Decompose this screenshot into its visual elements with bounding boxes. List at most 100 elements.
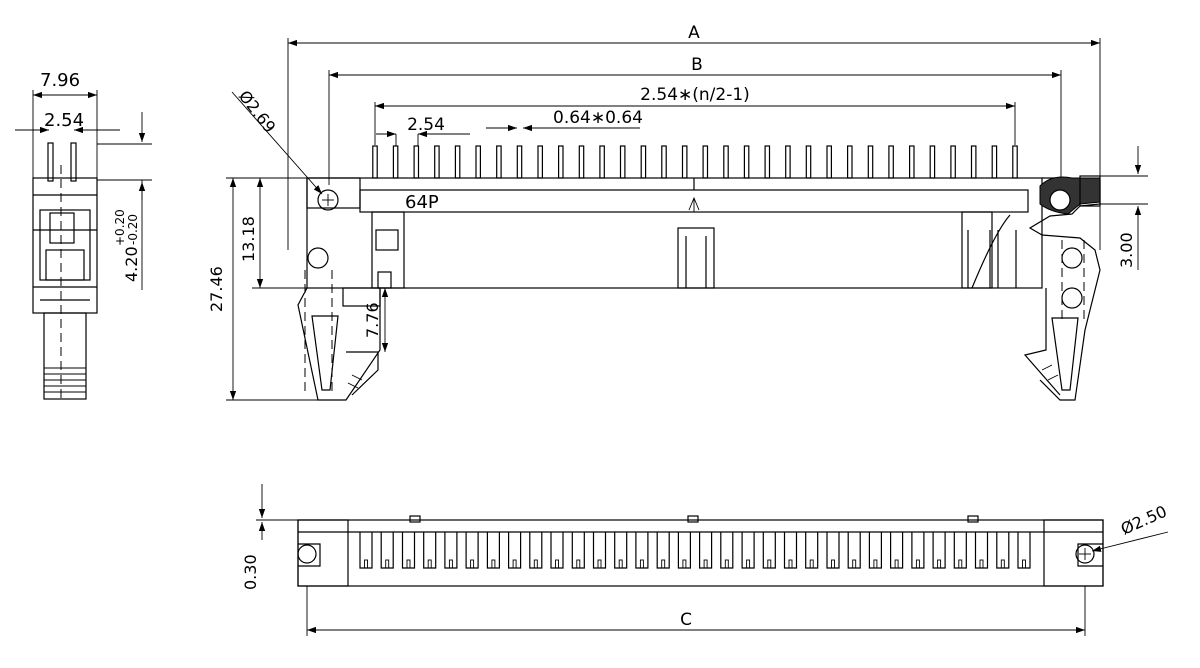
pin xyxy=(516,145,523,179)
slot-contact xyxy=(809,559,814,569)
slot xyxy=(699,532,713,569)
side-tolerance-minus: -0.20 xyxy=(126,214,140,245)
slot xyxy=(592,532,607,569)
slot-contact xyxy=(703,559,708,569)
slot-contact xyxy=(894,559,899,569)
slot xyxy=(486,532,500,569)
pin xyxy=(475,145,482,179)
latch-offset-label: 7.76 xyxy=(363,302,382,338)
slot xyxy=(996,532,1010,569)
slot-contact xyxy=(639,559,644,569)
slot xyxy=(614,532,628,569)
body-height-label: 13.18 xyxy=(239,216,258,262)
slot xyxy=(550,532,564,569)
pin-section-label: 0.64∗0.64 xyxy=(553,108,643,128)
pin xyxy=(496,145,502,179)
slot xyxy=(656,532,670,569)
pin-pitch-label: 2.54 xyxy=(407,115,445,135)
bottom-view: 0.30 C Ø2.50 xyxy=(241,484,1170,636)
slot-contact xyxy=(512,559,517,569)
slot-contact xyxy=(448,559,453,569)
bottom-slots xyxy=(359,532,1031,569)
pin xyxy=(991,145,998,179)
slot-contact xyxy=(767,559,772,569)
slot-contact xyxy=(831,559,835,569)
pin xyxy=(537,145,544,179)
slot-contact xyxy=(979,559,984,569)
slot xyxy=(932,532,946,569)
pin xyxy=(785,145,791,179)
pin xyxy=(599,145,605,179)
slot-contact xyxy=(491,559,496,569)
top-pins xyxy=(372,145,1018,179)
total-height-label: 27.46 xyxy=(207,266,226,312)
pin xyxy=(826,145,833,179)
slot xyxy=(677,532,691,569)
slot-contact xyxy=(915,559,920,569)
pin xyxy=(929,145,936,179)
slot-contact xyxy=(873,559,878,569)
slot xyxy=(635,532,649,569)
pin xyxy=(723,145,729,179)
pin xyxy=(413,145,420,179)
pin-count-label: 64P xyxy=(405,192,439,213)
pin xyxy=(434,145,440,179)
pin xyxy=(392,145,399,179)
slot xyxy=(444,532,458,569)
pin xyxy=(702,145,709,179)
slot xyxy=(1017,532,1031,569)
slot xyxy=(890,532,904,569)
pin xyxy=(578,145,585,179)
slot xyxy=(953,532,967,569)
slot xyxy=(401,532,416,569)
slot xyxy=(359,532,373,569)
slot-contact xyxy=(1022,559,1026,569)
pin xyxy=(661,145,667,179)
dim-c-label: C xyxy=(680,610,692,630)
slot-contact xyxy=(937,559,942,569)
front-view: A B 2.54∗(n/2-1) 2.54 0.64∗0.64 64P xyxy=(207,23,1148,401)
pin xyxy=(888,145,894,179)
bottom-offset-label: 0.30 xyxy=(241,554,260,590)
slot xyxy=(868,532,882,569)
slot-contact xyxy=(618,559,623,569)
latch-step-label: 3.00 xyxy=(1117,232,1136,268)
slot-contact xyxy=(661,559,666,569)
side-pitch-label: 2.54 xyxy=(44,110,84,131)
slot-contact xyxy=(746,559,751,569)
slot-contact xyxy=(597,559,602,569)
dim-a-label: A xyxy=(688,23,700,43)
side-view: 7.96 2.54 4.20 +0.20 -0.20 xyxy=(15,70,152,400)
slot xyxy=(465,532,479,569)
slot xyxy=(783,532,798,569)
slot xyxy=(805,532,819,569)
slot xyxy=(974,532,989,569)
pin xyxy=(619,145,626,179)
slot xyxy=(423,532,437,569)
pin xyxy=(1012,145,1018,179)
pin xyxy=(764,145,771,179)
mount-hole-label: Ø2.69 xyxy=(235,87,280,137)
slot xyxy=(571,532,585,569)
slot xyxy=(380,532,394,569)
pin xyxy=(867,145,874,179)
pin xyxy=(454,145,461,179)
slot-contact xyxy=(724,559,729,569)
pin-span-label: 2.54∗(n/2-1) xyxy=(640,85,750,105)
pin xyxy=(950,145,956,179)
slot xyxy=(762,532,776,569)
slot-contact xyxy=(788,559,793,569)
slot xyxy=(720,532,734,569)
pin xyxy=(640,145,647,179)
slot-contact xyxy=(470,559,475,569)
pin xyxy=(805,145,812,179)
pin xyxy=(970,145,977,179)
slot xyxy=(826,532,840,569)
slot xyxy=(741,532,755,569)
slot-contact xyxy=(1000,559,1005,569)
side-height-label: 4.20 xyxy=(122,246,141,282)
slot xyxy=(911,532,925,569)
slot-contact xyxy=(427,559,432,569)
pin xyxy=(846,145,853,179)
